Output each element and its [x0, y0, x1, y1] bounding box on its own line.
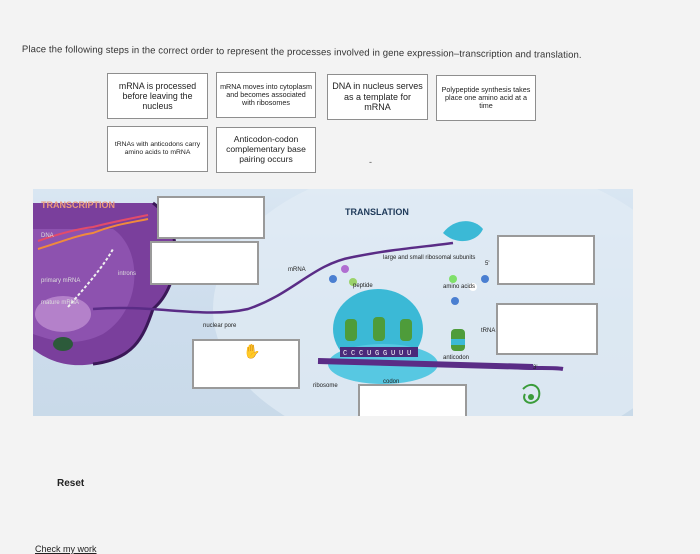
- codon-letter: C: [343, 350, 347, 358]
- label-subunits: large and small ribosomal subunits: [383, 255, 475, 261]
- trna-free-anticodon: [451, 339, 465, 345]
- transcription-title: TRANSCRIPTION: [41, 200, 115, 210]
- codon-box: [340, 347, 418, 357]
- peptide-bead: [329, 275, 337, 283]
- nucleolus: [35, 296, 91, 332]
- drop-zone-4[interactable]: [358, 384, 467, 416]
- codon-letter: G: [375, 350, 379, 358]
- label-introns: introns: [118, 271, 136, 277]
- amino-acid: [469, 283, 477, 291]
- drop-zone-1[interactable]: [157, 196, 265, 239]
- label-mature-mrna: mature mRNA: [41, 300, 79, 306]
- label-five-prime-top: 5': [485, 261, 489, 267]
- peptide-bead: [341, 265, 349, 273]
- label-codon: codon: [383, 379, 399, 385]
- grab-cursor-icon: ✋: [243, 343, 261, 359]
- codon-letter: U: [407, 350, 411, 358]
- peptide-bead: [349, 278, 357, 286]
- dna-strand-bottom: [37, 218, 149, 250]
- amino-acid: [449, 275, 457, 283]
- reset-button[interactable]: Reset: [57, 478, 85, 489]
- step-card-mrna-moves-cytoplasm[interactable]: mRNA moves into cytoplasm and becomes as…: [216, 72, 316, 118]
- codon-letter: G: [383, 350, 387, 358]
- label-trna: tRNA: [481, 328, 495, 334]
- label-nuclear-pore: nuclear pore: [203, 323, 237, 329]
- label-ribosome: ribosome: [313, 383, 338, 389]
- polypeptide-curl: [522, 383, 541, 404]
- step-card-trnas-carry-amino-acids[interactable]: tRNAs with anticodons carry amino acids …: [107, 126, 208, 172]
- trna-middle: [373, 317, 385, 341]
- label-primary-mrna: primary mRNA: [41, 278, 80, 284]
- label-three-prime: 3': [533, 365, 537, 371]
- dna-strand-top: [37, 214, 149, 242]
- label-dna: DNA: [41, 233, 54, 239]
- mrna-path: [92, 241, 454, 314]
- primary-mrna-curve: [67, 248, 114, 308]
- label-amino-acids: amino acids: [443, 284, 475, 290]
- codon-letter: U: [391, 350, 395, 358]
- separator-dash: -: [369, 157, 372, 167]
- step-card-polypeptide-synthesis[interactable]: Polypeptide synthesis takes place one am…: [436, 75, 536, 121]
- codon-letter: U: [367, 350, 371, 358]
- ribosome-subunit-top: [443, 221, 483, 242]
- mrna-bottom-strand: [317, 358, 534, 370]
- label-mrna: mRNA: [288, 267, 306, 273]
- codon-letter: U: [399, 350, 403, 358]
- step-card-anticodon-codon-pairing[interactable]: Anticodon-codon complementary base pairi…: [216, 127, 316, 173]
- polypeptide-bead: [528, 394, 534, 400]
- check-my-work-link[interactable]: Check my work: [35, 544, 97, 554]
- codon-letter: C: [359, 350, 363, 358]
- nucleus-dark-spot: [53, 337, 73, 351]
- instructions-text: Place the following steps in the correct…: [21, 44, 582, 61]
- amino-acid: [481, 275, 489, 283]
- drop-zone-2[interactable]: [150, 241, 259, 285]
- step-card-mrna-processed[interactable]: mRNA is processed before leaving the nuc…: [107, 73, 208, 119]
- amino-acid: [451, 297, 459, 305]
- mrna-bottom-strand-end: [512, 365, 564, 371]
- translation-title: TRANSLATION: [345, 207, 409, 217]
- trna-right: [400, 319, 412, 341]
- codon-letter: C: [351, 350, 355, 358]
- drop-zone-5[interactable]: [497, 235, 595, 285]
- step-card-dna-template[interactable]: DNA in nucleus serves as a template for …: [327, 74, 428, 120]
- drop-zone-3[interactable]: [192, 339, 300, 389]
- trna-left: [345, 319, 357, 341]
- drop-zone-6[interactable]: [496, 303, 598, 355]
- label-peptide: peptide: [353, 283, 373, 289]
- label-anticodon: anticodon: [443, 355, 469, 361]
